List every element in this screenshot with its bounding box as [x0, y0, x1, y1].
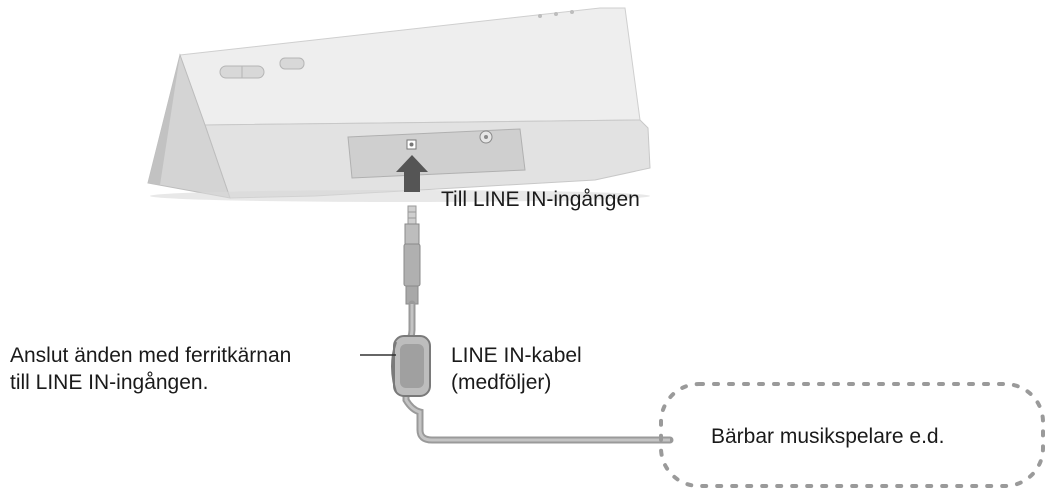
cable-label-line1: LINE IN-kabel [451, 344, 582, 367]
ferrite-instruction-line2: till LINE IN-ingången. [10, 371, 209, 394]
player-label: Bärbar musikspelare e.d. [711, 423, 944, 450]
line-in-input-label: Till LINE IN-ingången [441, 186, 640, 213]
ferrite-instruction-label: Anslut änden med ferritkärnan till LINE … [10, 342, 291, 396]
ferrite-core [391, 335, 431, 397]
player-dotted-box [659, 382, 1045, 488]
speaker-unit [147, 7, 651, 202]
up-arrow-icon [396, 155, 428, 192]
player-label-text: Bärbar musikspelare e.d. [711, 425, 945, 448]
line-in-input-text: Till LINE IN-ingången [441, 188, 640, 211]
ferrite-instruction-line1: Anslut änden med ferritkärnan [10, 344, 292, 367]
plug-connector [403, 205, 421, 305]
power-button [279, 57, 305, 70]
cable-label: LINE IN-kabel (medföljer) [451, 342, 582, 396]
rear-panel [347, 128, 526, 179]
cable-label-line2: (medföljer) [451, 371, 552, 394]
